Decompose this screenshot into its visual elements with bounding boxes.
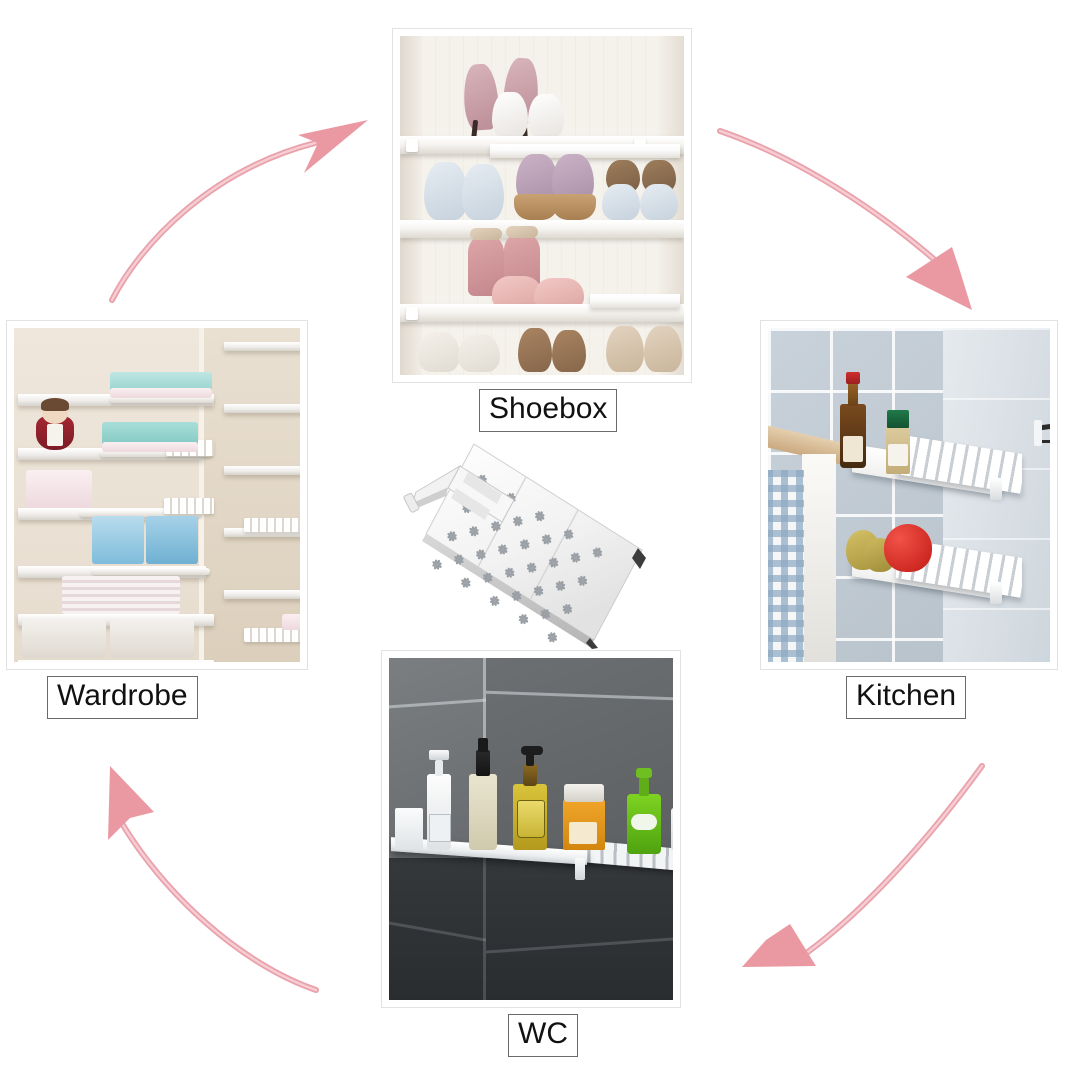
panel-wardrobe[interactable] [6,320,308,670]
yellow-pump-bottle [513,740,547,850]
panel-wc[interactable] [381,650,681,1008]
arrow-wardrobe-to-shoebox [80,95,380,335]
arrow-kitchen-to-wc [706,752,1006,1002]
kitchen-scene [768,328,1050,662]
red-pepper [884,524,932,572]
shoebox-scene [400,36,684,375]
spice-jar [886,410,910,474]
white-pump-bottle [427,746,451,850]
label-kitchen: Kitchen [846,676,967,719]
orange-jar [563,782,605,850]
panel-shoebox[interactable] [392,28,692,383]
arrow-wc-to-wardrobe [80,752,370,1002]
label-wc: WC [508,1014,578,1057]
product-image-expandable-shelf[interactable] [398,430,666,650]
arrow-shoebox-to-kitchen [706,105,996,330]
panel-kitchen[interactable] [760,320,1058,670]
wardrobe-scene [14,328,300,662]
green-spray-bottle [627,768,661,854]
label-shoebox: Shoebox [479,389,618,432]
cream-bottle [469,734,497,850]
sauce-bottle [840,370,866,468]
label-wardrobe: Wardrobe [47,676,198,719]
wc-scene [389,658,673,1000]
